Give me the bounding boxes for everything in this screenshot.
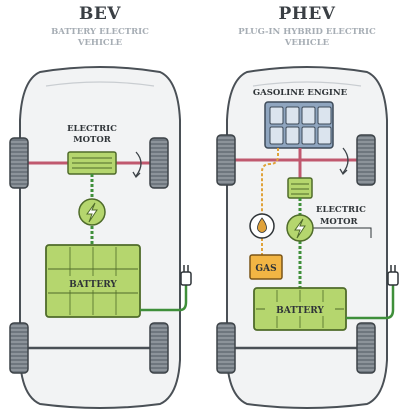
- engine-cylinder: [301, 126, 316, 145]
- bev-charging-cable: [140, 285, 188, 312]
- bev-plug-icon: [180, 271, 192, 286]
- bev-body-inner-line: [45, 81, 155, 87]
- phev-vehicle: GASOLINE ENGINE ELECTRIC MOTOR GA: [216, 66, 399, 409]
- bev-front-right-tire: [149, 137, 169, 189]
- rotation-arrow-head-icon: [132, 171, 141, 179]
- bev-battery-label-bg: [58, 276, 128, 290]
- phev-title: PHEV: [278, 4, 336, 24]
- phev-fuel-line: [261, 148, 279, 214]
- phev-charging-cable: [346, 285, 395, 320]
- fuel-drop-icon: [257, 217, 267, 233]
- phev-rear-left-tire: [216, 322, 236, 374]
- bev-motor-label-1: ELECTRIC: [67, 124, 117, 134]
- phev-gas-label: GAS: [255, 264, 276, 274]
- engine-cylinder: [285, 126, 300, 145]
- phev-electric-motor: [287, 177, 313, 199]
- bev-vehicle: ELECTRIC MOTOR BATTERY: [9, 66, 192, 409]
- phev-plug-icon: [387, 271, 399, 286]
- phev-subtitle: PLUG-IN HYBRID ELECTRIC VEHICLE: [207, 27, 407, 49]
- engine-cylinder: [301, 106, 316, 125]
- bev-motor-label-2: MOTOR: [73, 135, 112, 145]
- lightning-bolt-icon: [86, 202, 98, 223]
- phev-motor-label-1: ELECTRIC: [316, 205, 366, 215]
- bev-front-left-tire: [9, 137, 29, 189]
- engine-cylinder: [269, 126, 284, 145]
- rotation-arrow-icon: [135, 151, 142, 177]
- phev-motor-label-2: MOTOR: [320, 217, 359, 227]
- bev-title: BEV: [78, 4, 122, 24]
- bev-rear-right-tire: [149, 322, 169, 374]
- phev-subtitle-line2: VEHICLE: [284, 38, 330, 48]
- engine-cylinder: [269, 106, 284, 125]
- phev-motor-callout-line: [313, 227, 372, 238]
- bev-subtitle: BATTERY ELECTRIC VEHICLE: [0, 27, 200, 49]
- engine-cylinder: [317, 106, 332, 125]
- rotation-arrow-icon: [342, 147, 349, 174]
- phev-battery-label: BATTERY: [276, 306, 324, 316]
- phev-engine-label: GASOLINE ENGINE: [253, 88, 348, 98]
- phev-rear-right-tire: [356, 322, 376, 374]
- bev-battery-label: BATTERY: [69, 280, 117, 290]
- bev-subtitle-line1: BATTERY ELECTRIC: [51, 27, 149, 37]
- phev-battery-label-bg: [265, 302, 335, 316]
- engine-cylinder: [285, 106, 300, 125]
- bev-rear-left-tire: [9, 322, 29, 374]
- phev-body-inner-line: [252, 81, 362, 87]
- phev-subtitle-line1: PLUG-IN HYBRID ELECTRIC: [238, 27, 376, 37]
- bev-subtitle-line2: VEHICLE: [77, 38, 123, 48]
- phev-front-right-tire: [356, 134, 376, 186]
- phev-gas-tank: [249, 254, 283, 280]
- engine-cylinder: [317, 126, 332, 145]
- phev-front-left-tire: [216, 134, 236, 186]
- lightning-bolt-icon: [294, 218, 306, 239]
- rotation-arrow-head-icon: [339, 168, 348, 176]
